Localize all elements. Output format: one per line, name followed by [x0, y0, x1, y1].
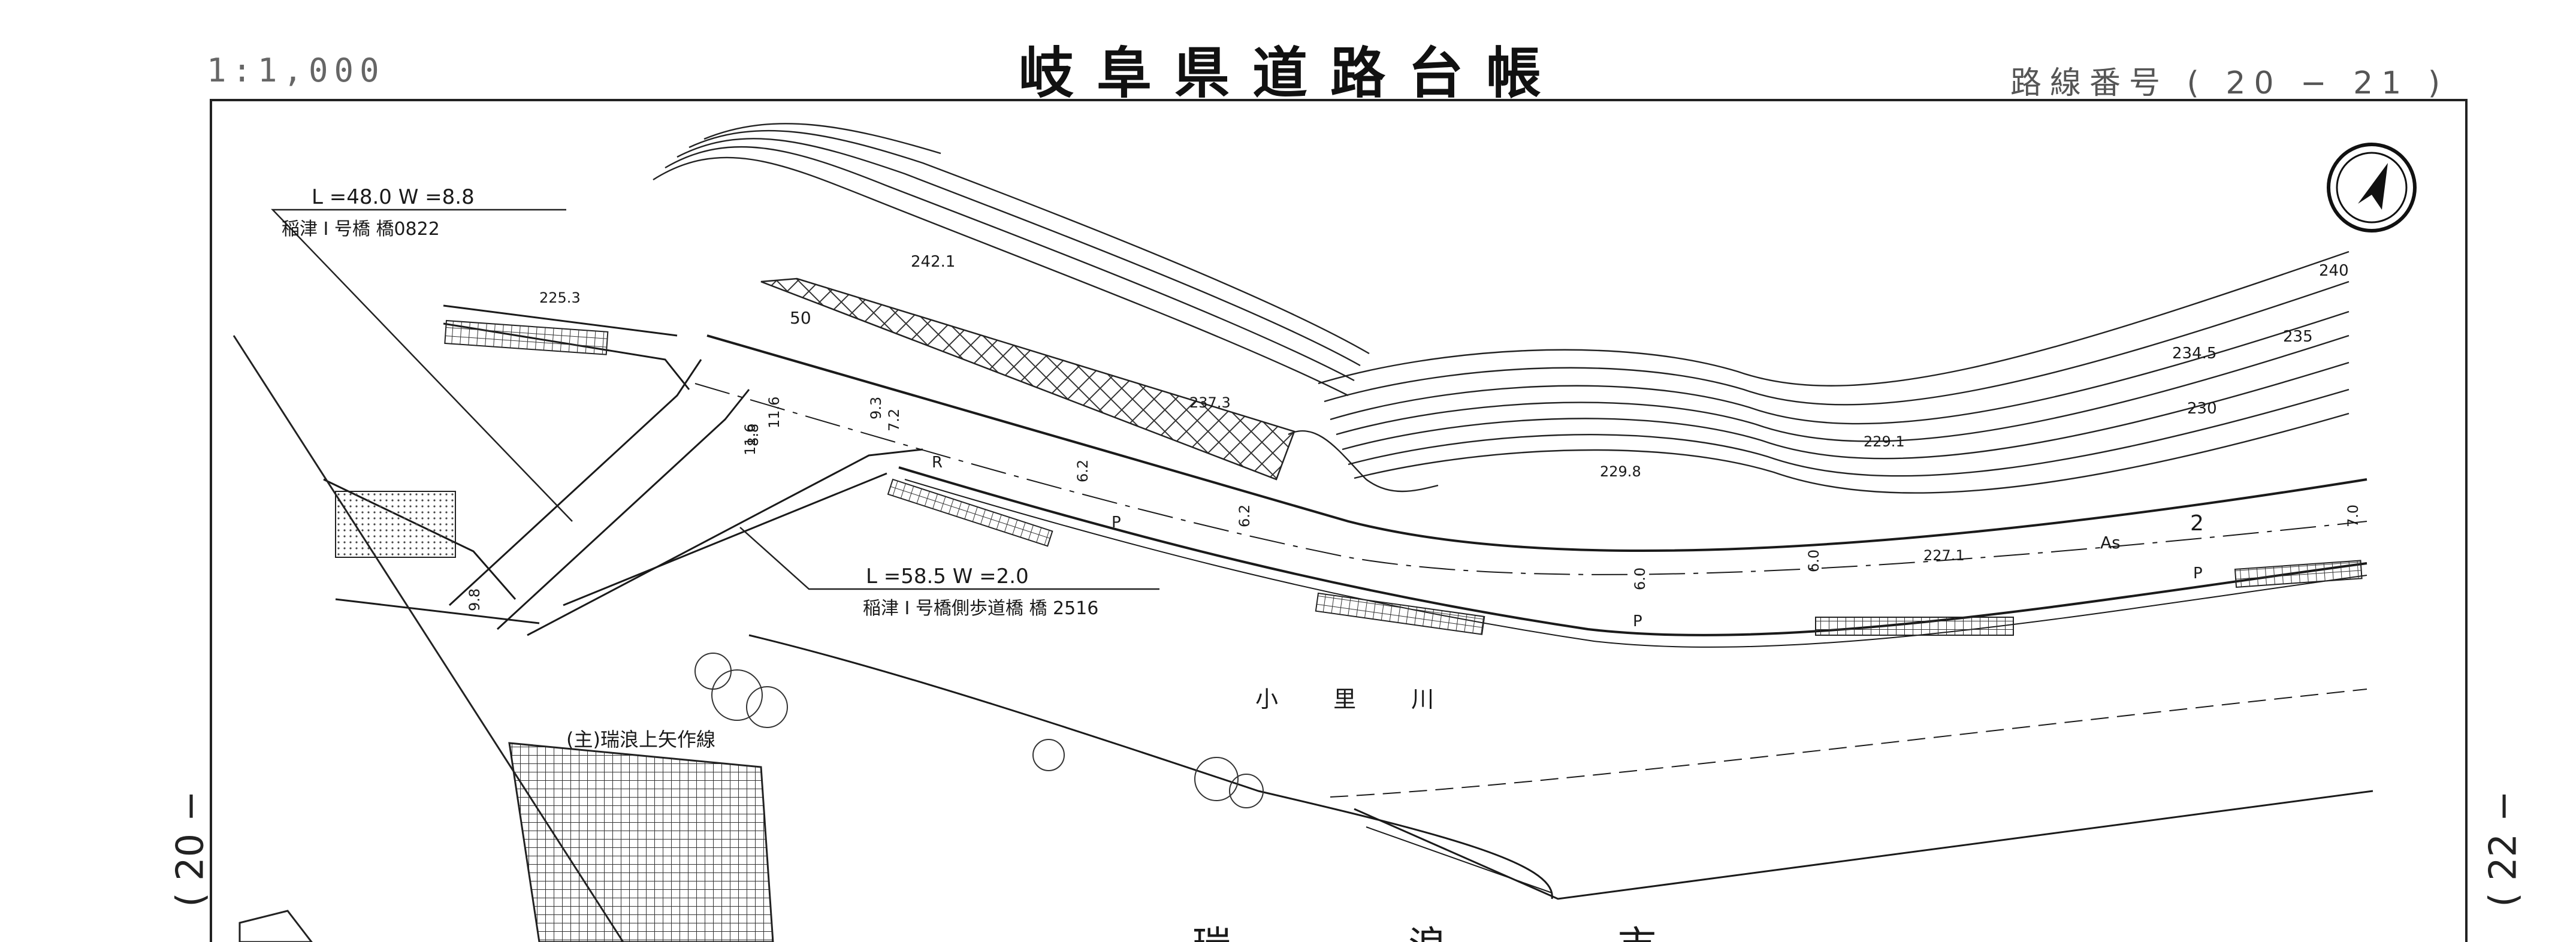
- bridge-label-leaders: [271, 209, 1159, 590]
- width-label: 7.2: [886, 409, 902, 431]
- map-edge-line: [232, 335, 624, 942]
- building-block: [238, 910, 313, 942]
- sidewalk-pattern: [1815, 617, 2014, 636]
- bridge-2-dims: L =58.5 W =2.0: [866, 564, 1029, 588]
- main-road: [694, 334, 2367, 648]
- route-number-label: 路線番号: [2010, 65, 2169, 101]
- width-label: 7.0: [2345, 505, 2361, 527]
- width-label: 9.8: [466, 588, 483, 611]
- width-label: 6.0: [1805, 550, 1822, 572]
- bridge-roads: [323, 304, 923, 636]
- sidewalk-pattern: [887, 478, 1053, 547]
- bridge-1-name: 稲津 I 号橋 橋0822: [282, 219, 440, 240]
- contour-lines: [653, 123, 2349, 494]
- width-label: 8.8: [745, 424, 762, 446]
- pavement-label: As: [2100, 533, 2121, 552]
- width-label: 6.0: [1632, 567, 1648, 590]
- river-banks: [748, 634, 2373, 900]
- bend-mark: R: [932, 454, 943, 472]
- width-label: 11.6: [766, 397, 783, 428]
- width-label: 9.3: [868, 397, 884, 419]
- building-block: [508, 742, 774, 942]
- elevation-label: 235: [2283, 328, 2313, 346]
- sidewalk-pattern: [2234, 560, 2363, 588]
- route-number: 路線番号 ( 20 − 21 ): [2010, 58, 2448, 102]
- lane-count: 2: [2190, 511, 2204, 536]
- sidewalk-pattern: [1315, 592, 1485, 635]
- sidewalk-mark: P: [1112, 514, 1121, 532]
- sidewalk-mark: P: [2193, 564, 2203, 582]
- width-label: 6.2: [1074, 460, 1091, 482]
- elevation-label: 240: [2319, 262, 2349, 280]
- river-name: 小 里 川: [1255, 686, 1458, 712]
- elevation-label: 229.8: [1600, 463, 1641, 480]
- sidewalk-pattern: [444, 319, 609, 355]
- elevation-label: 234.5: [2172, 345, 2216, 363]
- bottom-place-name-2: 浪: [1408, 924, 1446, 942]
- width-label: 11.6: [742, 424, 759, 455]
- slope-mark: 50: [790, 308, 811, 328]
- north-arrow-icon: [2327, 143, 2417, 233]
- elevation-label: 229.1: [1864, 433, 1905, 450]
- width-label: 6.2: [1236, 505, 1253, 527]
- elevation-label: 227.1: [1923, 547, 1965, 564]
- map-scale: 1:1,000: [207, 52, 385, 89]
- bridge-1-dims: L =48.0 W =8.8: [312, 185, 475, 209]
- sidewalk-mark: P: [1633, 612, 1642, 630]
- elevation-label: 225.3: [539, 289, 581, 306]
- retaining-wall-hatch: [760, 277, 1295, 481]
- main-route-label: (主)瑞浪上矢作線: [566, 728, 715, 751]
- bottom-place-name-3: 市: [1618, 924, 1656, 942]
- page-title: 岐阜県道路台帳: [1019, 41, 1565, 105]
- route-number-value: ( 20 − 21 ): [2187, 65, 2449, 101]
- map-frame: [210, 99, 2468, 942]
- tree-clusters: [694, 653, 1264, 808]
- sidewalk-pattern: [335, 491, 456, 558]
- elevation-label: 230: [2187, 400, 2217, 418]
- elevation-label: 237.3: [1189, 394, 1231, 411]
- bridge-2-name: 稲津 I 号橋側歩道橋 橋 2516: [863, 598, 1098, 619]
- bottom-place-name-1: 瑞: [1192, 924, 1231, 942]
- elevation-label: 242.1: [911, 253, 955, 271]
